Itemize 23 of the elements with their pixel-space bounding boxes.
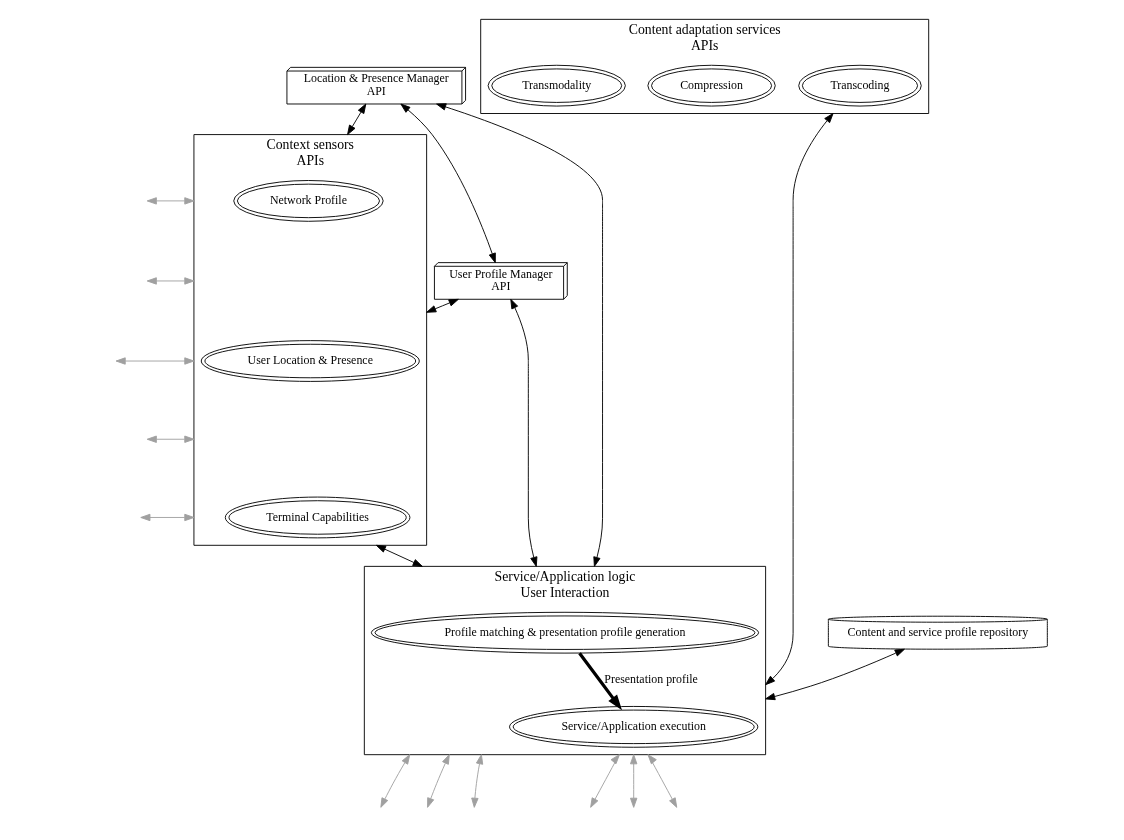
arrow (146, 197, 195, 205)
edge-label: Presentation profile (604, 671, 698, 686)
arrow (765, 113, 834, 686)
arrow (146, 435, 195, 443)
arrow (427, 754, 450, 808)
arrow (590, 754, 620, 808)
arrow (436, 103, 603, 567)
node-ellipse: Terminal Capabilities (224, 496, 411, 539)
arrow (765, 648, 905, 701)
arrow (400, 103, 496, 264)
arrow (380, 754, 411, 808)
arrow (375, 544, 423, 567)
arrow (647, 754, 678, 808)
arrow (146, 277, 195, 285)
arrow (471, 754, 484, 808)
arrow (510, 298, 538, 567)
arrow (115, 357, 195, 365)
arrow (347, 103, 367, 136)
arrow (140, 513, 195, 522)
arrow (426, 298, 459, 313)
node-ellipse: Profile matching & presentation profile generation (370, 611, 760, 654)
arrow (578, 652, 623, 711)
arrow (630, 754, 638, 808)
